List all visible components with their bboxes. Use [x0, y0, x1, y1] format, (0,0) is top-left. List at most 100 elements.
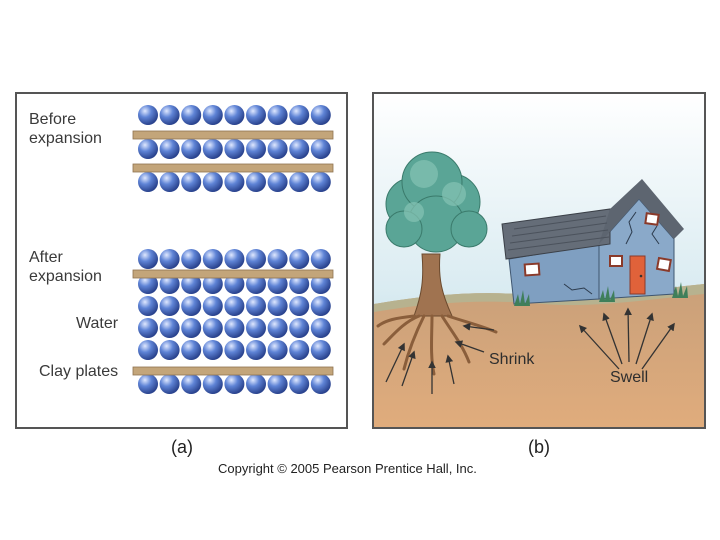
water-molecule [202, 105, 223, 125]
water-molecule [224, 318, 245, 338]
water-molecule [267, 318, 288, 338]
water-molecule [202, 172, 223, 192]
water-molecule [310, 172, 331, 192]
water-molecule [202, 296, 223, 316]
water-molecule [289, 318, 310, 338]
window [644, 212, 660, 226]
water-molecule [246, 374, 266, 394]
water-label: Water [76, 315, 119, 332]
water-molecule [310, 340, 331, 360]
water-molecule [289, 374, 310, 394]
clay-structure-diagram [132, 105, 334, 394]
water-molecule [138, 318, 158, 338]
water-molecule [138, 274, 158, 294]
water-molecule [181, 249, 202, 269]
water-molecule [159, 249, 180, 269]
panel-b-caption: (b) [528, 437, 550, 457]
clay-plates-label: Clay plates [39, 363, 119, 380]
water-molecule [159, 374, 180, 394]
house [501, 179, 684, 305]
water-molecule [138, 139, 158, 159]
shrink-swell-scene [374, 94, 704, 427]
water-molecule [224, 274, 245, 294]
water-molecule [181, 274, 202, 294]
water-molecule [246, 318, 266, 338]
water-molecule [289, 274, 310, 294]
door-knob [639, 274, 643, 278]
clay-plate [132, 163, 334, 173]
water-molecule [267, 274, 288, 294]
water-molecule [289, 139, 310, 159]
water-molecule [224, 249, 245, 269]
water-molecule [181, 318, 202, 338]
water-molecule [246, 296, 266, 316]
water-molecule [267, 249, 288, 269]
clay-plate [132, 366, 334, 376]
shrink-label: Shrink [489, 351, 535, 368]
water-molecule [267, 296, 288, 316]
shrink-arrows [385, 322, 495, 394]
water-molecule [267, 105, 288, 125]
water-molecule [181, 139, 202, 159]
swell-label: Swell [610, 369, 649, 386]
panel-a-caption: (a) [171, 437, 193, 457]
water-molecule [181, 340, 202, 360]
water-molecule [310, 374, 331, 394]
water-molecule [246, 340, 266, 360]
water-molecule [202, 374, 223, 394]
water-molecule [224, 340, 245, 360]
shrink-swell-panel: Shrink Swell [372, 92, 706, 429]
tree-highlights [404, 160, 466, 222]
clay-plate [132, 269, 334, 279]
water-molecule [159, 274, 180, 294]
water-molecule [224, 172, 245, 192]
water-molecule [159, 340, 180, 360]
water-molecule [202, 139, 223, 159]
water-molecule [289, 296, 310, 316]
water-molecule [138, 296, 158, 316]
water-molecule [289, 340, 310, 360]
water-molecules [138, 105, 331, 394]
water-molecule [310, 105, 331, 125]
water-molecule [224, 296, 245, 316]
water-molecule [267, 172, 288, 192]
water-molecule [246, 274, 266, 294]
roof-shingles [507, 215, 610, 251]
window [655, 256, 672, 273]
water-molecule [267, 139, 288, 159]
water-molecule [159, 318, 180, 338]
water-molecule [310, 249, 331, 269]
water-molecule [159, 296, 180, 316]
water-molecule [289, 105, 310, 125]
water-molecule [246, 105, 266, 125]
water-molecule [310, 296, 331, 316]
water-molecule [181, 296, 202, 316]
water-molecule [246, 249, 266, 269]
copyright-notice: Copyright © 2005 Pearson Prentice Hall, … [218, 461, 477, 476]
water-molecule [310, 139, 331, 159]
water-molecule [289, 249, 310, 269]
water-molecule [267, 340, 288, 360]
water-molecule [224, 105, 245, 125]
water-molecule [159, 105, 180, 125]
water-molecule [181, 374, 202, 394]
water-molecule [181, 105, 202, 125]
water-molecule [289, 172, 310, 192]
shrubs [514, 282, 688, 306]
water-molecule [138, 374, 158, 394]
clay-plates-group [132, 130, 334, 376]
house-roof [501, 208, 611, 260]
window [609, 255, 623, 267]
water-molecule [202, 274, 223, 294]
water-molecule [202, 318, 223, 338]
water-molecule [202, 340, 223, 360]
water-molecule [138, 172, 158, 192]
house-roof-gable [599, 179, 684, 244]
water-molecule [181, 172, 202, 192]
swell-arrows [578, 307, 675, 370]
window [523, 262, 541, 277]
tree-roots [376, 314, 498, 376]
water-molecule [310, 274, 331, 294]
water-molecule [246, 139, 266, 159]
front-door [629, 255, 646, 295]
